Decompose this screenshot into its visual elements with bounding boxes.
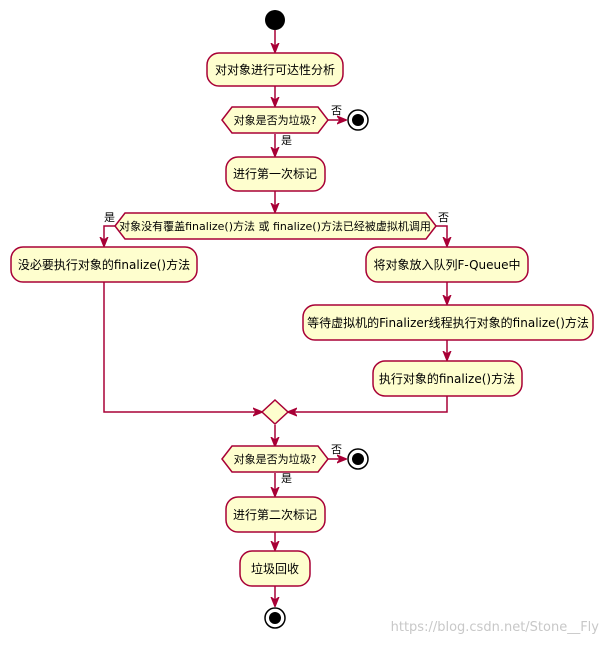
label-yes-3: 是 (281, 472, 292, 485)
node-enqueue-label: 将对象放入队列F-Queue中 (373, 257, 520, 272)
decision-garbage-1: 对象是否为垃圾? (221, 106, 329, 134)
stop-node-1 (347, 109, 369, 131)
edge-finalize-yes (104, 225, 115, 246)
node-collect-label: 垃圾回收 (251, 561, 299, 576)
label-no-2: 否 (438, 211, 449, 224)
node-no-need: 没必要执行对象的finalize()方法 (10, 246, 198, 283)
node-execute-finalize: 执行对象的finalize()方法 (372, 360, 523, 397)
node-analyze: 对对象进行可达性分析 (206, 52, 344, 87)
node-no-need-label: 没必要执行对象的finalize()方法 (18, 257, 190, 272)
decision-garbage-2: 对象是否为垃圾? (221, 445, 329, 473)
edge-execute-merge (288, 396, 448, 412)
watermark: https://blog.csdn.net/Stone__Fly (390, 620, 599, 635)
node-mark-first: 进行第一次标记 (225, 156, 326, 192)
merge-node (260, 398, 290, 426)
node-wait-thread: 等待虚拟机的Finalizer线程执行对象的finalize()方法 (302, 304, 594, 341)
node-collect: 垃圾回收 (239, 550, 311, 587)
node-mark-first-label: 进行第一次标记 (233, 167, 317, 181)
node-wait-thread-label: 等待虚拟机的Finalizer线程执行对象的finalize()方法 (307, 315, 589, 330)
edge-finalize-no (436, 225, 447, 246)
label-no-1: 否 (331, 104, 342, 117)
start-node (265, 10, 285, 30)
decision-garbage-2-label: 对象是否为垃圾? (234, 452, 317, 466)
decision-garbage-1-label: 对象是否为垃圾? (234, 113, 317, 127)
decision-finalize: 对象没有覆盖finalize()方法 或 finalize()方法已经被虚拟机调… (114, 212, 437, 240)
label-yes-1: 是 (281, 134, 292, 147)
end-node (264, 607, 286, 629)
stop-node-2 (347, 448, 369, 470)
label-no-3: 否 (331, 443, 342, 456)
label-yes-2: 是 (104, 211, 115, 224)
edge-noneed-merge (103, 282, 262, 412)
node-enqueue: 将对象放入队列F-Queue中 (365, 246, 529, 283)
node-execute-finalize-label: 执行对象的finalize()方法 (379, 371, 515, 386)
node-mark-second: 进行第二次标记 (225, 496, 326, 533)
node-analyze-label: 对对象进行可达性分析 (215, 63, 335, 77)
node-mark-second-label: 进行第二次标记 (233, 508, 317, 522)
decision-finalize-label: 对象没有覆盖finalize()方法 或 finalize()方法已经被虚拟机调… (119, 219, 431, 233)
